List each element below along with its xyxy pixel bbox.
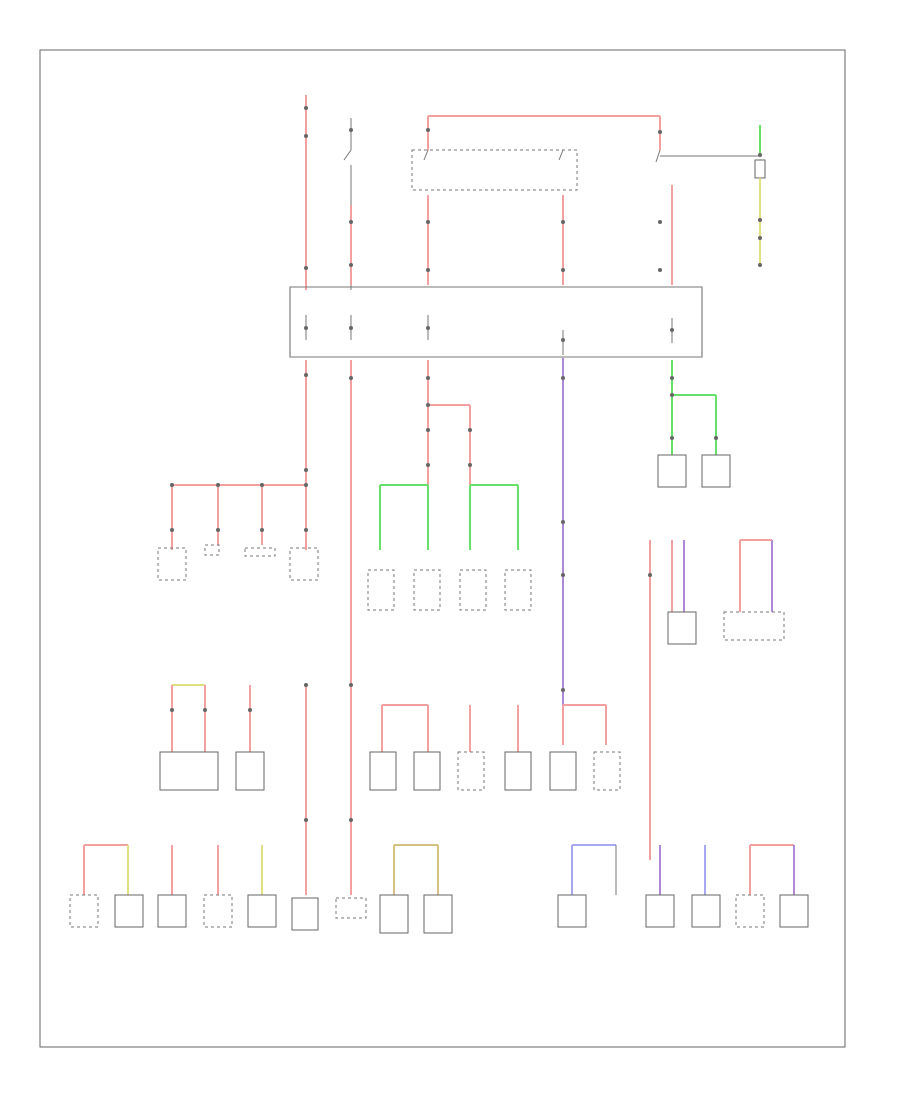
right-middle-group xyxy=(648,539,785,860)
top-right-relay xyxy=(754,125,766,267)
left-red-trunk xyxy=(157,360,319,581)
diagram-frame xyxy=(39,49,846,1048)
bottom-row-right xyxy=(557,844,809,928)
injector-branch xyxy=(367,360,532,611)
bottom-row-left xyxy=(69,844,277,928)
top-red-bus xyxy=(411,115,760,285)
bottom-row-center xyxy=(379,844,453,934)
purple-trunk xyxy=(561,358,607,745)
ignition-switch-group xyxy=(343,118,353,290)
green-right-branch xyxy=(657,360,731,488)
fuse-3 xyxy=(426,315,430,340)
middle-row-left xyxy=(159,684,265,791)
fuse-4 xyxy=(561,330,565,355)
fuse-5 xyxy=(670,318,674,343)
fuse-1 xyxy=(304,315,308,340)
fuse-box xyxy=(289,286,703,358)
center-red-trunk xyxy=(291,360,367,931)
fuse-2 xyxy=(349,315,353,340)
top-power-feed xyxy=(304,95,308,290)
middle-row-center xyxy=(369,704,621,791)
